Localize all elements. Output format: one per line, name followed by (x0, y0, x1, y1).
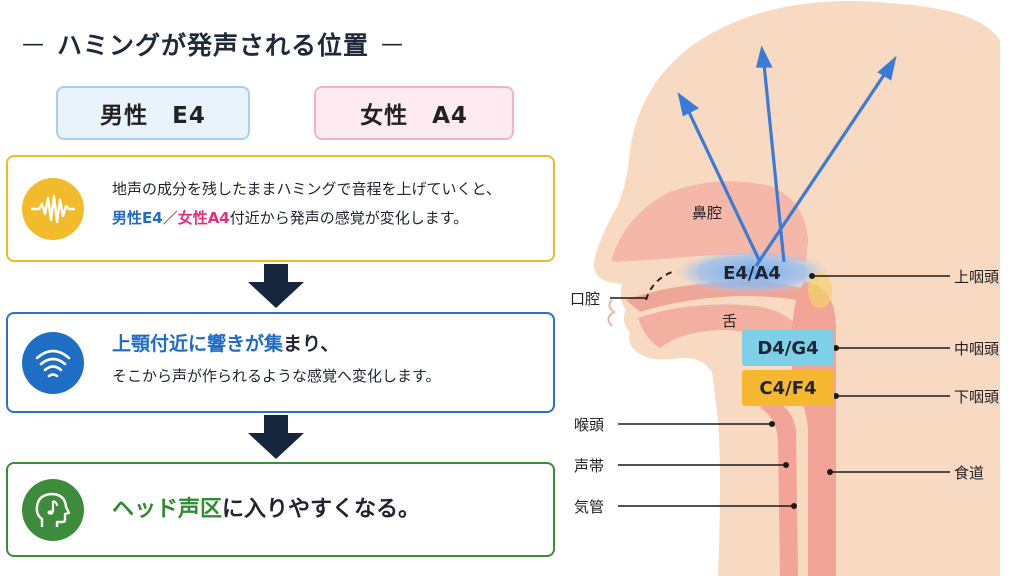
female-a4-highlight: 女性A4 (177, 208, 230, 227)
head-register-highlight: ヘッド声区 (112, 497, 223, 522)
label-esophagus: 食道 (954, 464, 985, 482)
zone-e4-a4: E4/A4 (723, 262, 781, 284)
vocal-tract-diagram (593, 0, 1000, 576)
label-mouth: 口腔 (570, 290, 601, 308)
label-nasal-cavity: 鼻腔 (692, 204, 723, 222)
step-card-3-rest: に入りやすくなる。 (222, 497, 421, 522)
step-card-2-line1-rest: まり、 (283, 333, 340, 355)
tongue-region (638, 304, 806, 360)
title-text: ハミングが発声される位置 (57, 31, 370, 60)
male-pitch-badge: 男性 E4 (56, 86, 250, 140)
label-upper-pharynx: 上咽頭 (954, 268, 1000, 286)
label-trachea: 気管 (574, 498, 605, 516)
step-card-1-line1: 地声の成分を残したままハミングで音程を上げていくと、 (112, 180, 501, 198)
down-arrow-icon (248, 415, 304, 459)
trachea (760, 400, 798, 576)
step-card-1-line2: 男性E4／女性A4付近から発声の感覚が変化します。 (112, 204, 543, 233)
female-pitch-badge: 女性 A4 (314, 86, 514, 140)
head-voice-icon (22, 478, 84, 541)
zone-d4-g4: D4/G4 (742, 330, 834, 366)
down-arrow-icon (248, 264, 304, 308)
male-e4-highlight: 男性E4 (112, 208, 163, 227)
sound-wave-icon (22, 177, 84, 240)
step-card-3-text: ヘッド声区に入りやすくなる。 (112, 489, 543, 531)
step-card-1-line2-rest: 付近から発声の感覚が変化します。 (229, 208, 469, 227)
step-card-1: 地声の成分を残したままハミングで音程を上げていくと、 男性E4／女性A4付近から… (6, 155, 555, 262)
step-card-2-line1: 上顎付近に響きが集まり、 (112, 326, 543, 362)
title-dash-left: — (22, 31, 45, 57)
label-vocal-cords: 声帯 (574, 457, 605, 475)
step-card-2: 上顎付近に響きが集まり、 そこから声が作られるような感覚へ変化します。 (6, 312, 555, 413)
resonance-icon (22, 331, 84, 394)
label-tongue: 舌 (722, 312, 738, 330)
slash: ／ (162, 208, 178, 227)
label-mid-pharynx: 中咽頭 (954, 340, 1000, 358)
step-card-3: ヘッド声区に入りやすくなる。 (6, 462, 555, 557)
step-card-2-highlight: 上顎付近に響きが集 (112, 333, 284, 355)
step-card-2-line2: そこから声が作られるような感覚へ変化します。 (112, 367, 441, 386)
step-card-1-text: 地声の成分を残したままハミングで音程を上げていくと、 男性E4／女性A4付近から… (112, 175, 543, 232)
zone-c4-f4: C4/F4 (742, 370, 834, 406)
label-larynx: 喉頭 (574, 416, 605, 434)
page-title: — ハミングが発声される位置 — (22, 24, 532, 64)
label-lower-pharynx: 下咽頭 (954, 388, 1000, 406)
step-card-2-text: 上顎付近に響きが集まり、 そこから声が作られるような感覚へ変化します。 (112, 326, 543, 391)
title-dash-right: — (381, 31, 405, 57)
nasal-cavity (612, 181, 808, 262)
